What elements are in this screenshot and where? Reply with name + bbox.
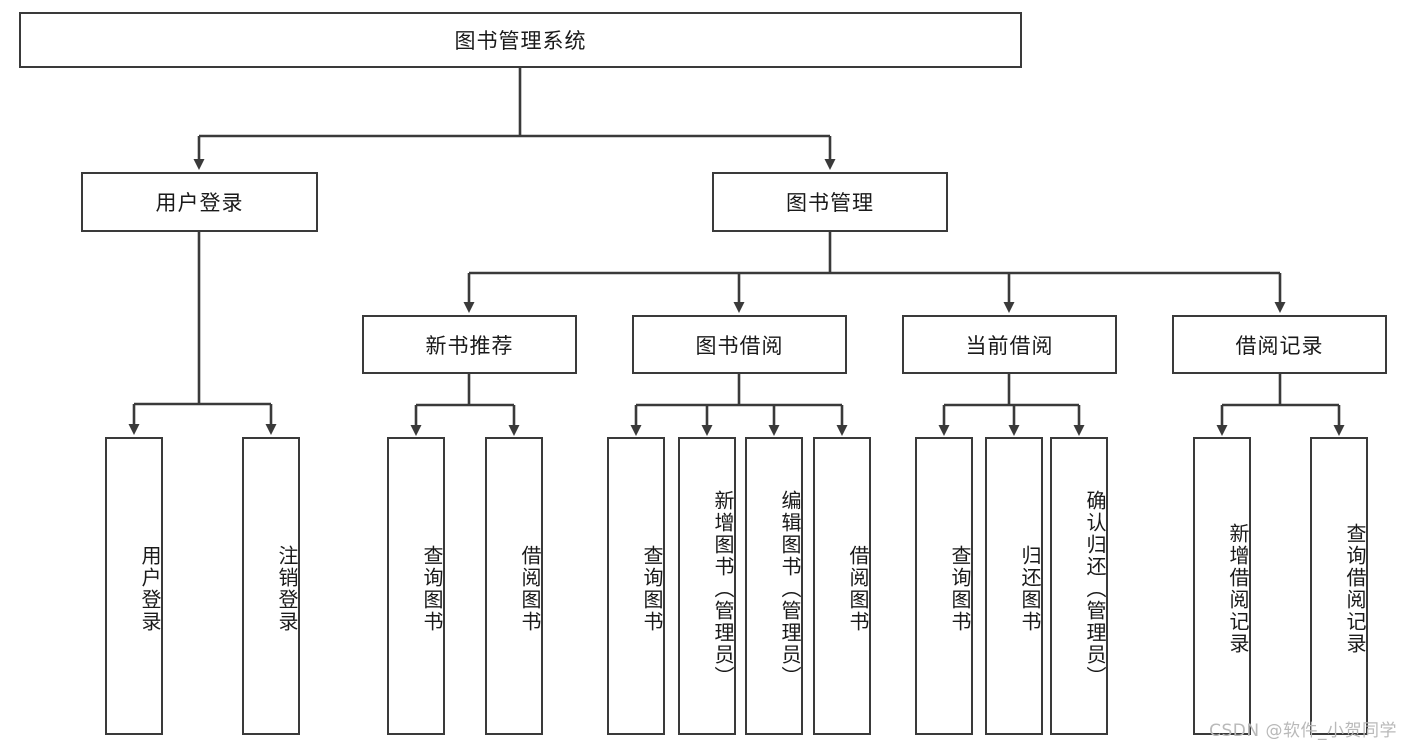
leaf-recommend-borrow-book[interactable]: 借阅图书 [485, 437, 543, 735]
leaf-record-query-record[interactable]: 查询借阅记录 [1310, 437, 1368, 735]
node-label: 当前借阅 [965, 333, 1054, 358]
node-label: 新书推荐 [425, 333, 514, 358]
node-label: 查询图书 [640, 545, 664, 633]
node-label: 借阅图书 [518, 545, 542, 633]
node-user-login[interactable]: 用户登录 [81, 172, 318, 232]
node-label: 编辑图书（管理员） [778, 490, 802, 688]
node-label: 新增借阅记录 [1226, 523, 1250, 655]
node-label: 查询图书 [948, 545, 972, 633]
node-label: 查询图书 [420, 545, 444, 633]
node-book-management[interactable]: 图书管理 [712, 172, 948, 232]
node-current-borrow[interactable]: 当前借阅 [902, 315, 1117, 374]
leaf-borrow-add-book-admin[interactable]: 新增图书（管理员） [678, 437, 736, 735]
node-label: 新增图书（管理员） [711, 490, 735, 688]
node-label: 借阅图书 [846, 545, 870, 633]
node-borrow-record[interactable]: 借阅记录 [1172, 315, 1387, 374]
leaf-user-login-logout[interactable]: 注销登录 [242, 437, 300, 735]
node-label: 归还图书 [1018, 545, 1042, 633]
node-label: 注销登录 [275, 545, 299, 633]
node-root-book-management-system[interactable]: 图书管理系统 [19, 12, 1022, 68]
leaf-current-return-book[interactable]: 归还图书 [985, 437, 1043, 735]
node-label: 确认归还（管理员） [1083, 490, 1107, 688]
node-label: 图书管理 [786, 191, 874, 215]
watermark-text: CSDN @软件_小贺同学 [1209, 721, 1397, 741]
leaf-borrow-query-book[interactable]: 查询图书 [607, 437, 665, 735]
node-label: 查询借阅记录 [1343, 523, 1367, 655]
node-label: 借阅记录 [1235, 333, 1324, 358]
node-label: 图书管理系统 [454, 29, 587, 53]
node-new-book-recommend[interactable]: 新书推荐 [362, 315, 577, 374]
node-label: 图书借阅 [695, 333, 784, 358]
leaf-current-query-book[interactable]: 查询图书 [915, 437, 973, 735]
leaf-borrow-edit-book-admin[interactable]: 编辑图书（管理员） [745, 437, 803, 735]
leaf-current-confirm-return-admin[interactable]: 确认归还（管理员） [1050, 437, 1108, 735]
leaf-record-add-record[interactable]: 新增借阅记录 [1193, 437, 1251, 735]
leaf-recommend-query-book[interactable]: 查询图书 [387, 437, 445, 735]
node-book-borrow[interactable]: 图书借阅 [632, 315, 847, 374]
node-label: 用户登录 [138, 545, 162, 633]
leaf-borrow-borrow-book[interactable]: 借阅图书 [813, 437, 871, 735]
node-label: 用户登录 [155, 191, 244, 215]
leaf-user-login-login[interactable]: 用户登录 [105, 437, 163, 735]
